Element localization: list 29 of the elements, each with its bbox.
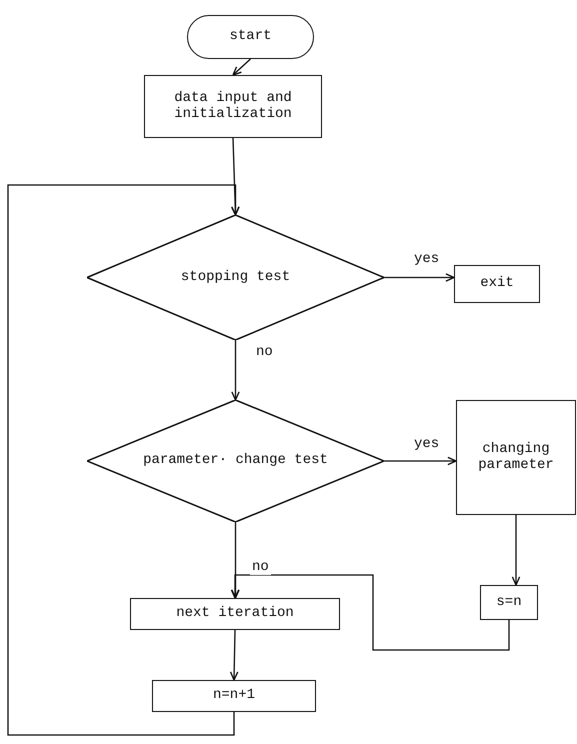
arrow bbox=[7, 184, 240, 736]
arrow bbox=[232, 58, 251, 76]
arrow bbox=[384, 456, 457, 466]
node-label: parameter· change test bbox=[143, 453, 328, 469]
node-label: n=n+1 bbox=[212, 688, 255, 704]
decision-diamond bbox=[87, 215, 384, 340]
arrow bbox=[384, 273, 455, 282]
node-label: start bbox=[229, 29, 272, 45]
arrow bbox=[230, 138, 240, 216]
arrow bbox=[231, 522, 240, 599]
terminal-box bbox=[187, 15, 314, 59]
edge-label: no bbox=[250, 560, 271, 576]
node-label: data input and initialization bbox=[173, 91, 293, 122]
node-label: s=n bbox=[496, 594, 522, 610]
process-box bbox=[152, 680, 316, 712]
arrow bbox=[230, 574, 510, 651]
node-label: exit bbox=[480, 276, 514, 292]
node-label: changing parameter bbox=[477, 442, 555, 473]
arrow bbox=[512, 515, 520, 586]
arrow bbox=[230, 630, 238, 681]
arrow bbox=[231, 340, 240, 401]
process-box bbox=[456, 400, 576, 515]
decision-diamond bbox=[87, 400, 384, 522]
process-box bbox=[454, 265, 540, 303]
process-box bbox=[144, 75, 322, 138]
process-box bbox=[480, 585, 538, 620]
node-label: stopping test bbox=[180, 270, 290, 286]
node-label: next iteration bbox=[176, 606, 294, 622]
process-box bbox=[130, 598, 340, 630]
